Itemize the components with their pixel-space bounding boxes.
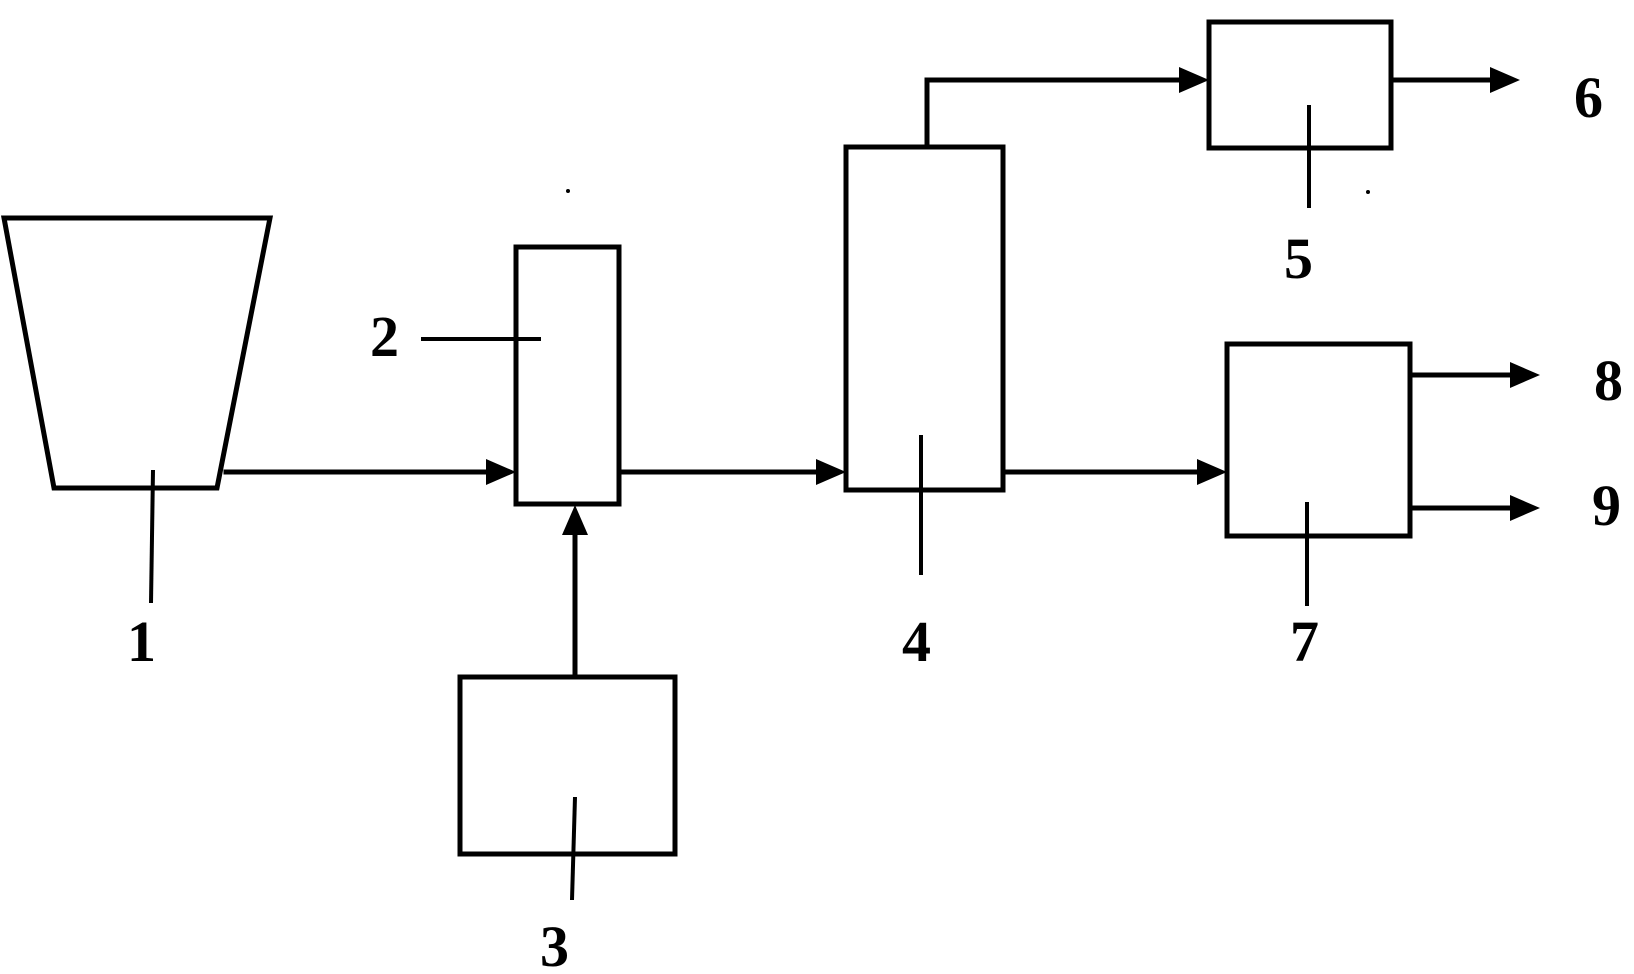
component-3-box <box>457 674 678 857</box>
label-6: 6 <box>1574 65 1603 130</box>
arrowhead-5-to-6 <box>1490 67 1520 93</box>
arrowhead-4-to-7 <box>1197 459 1227 485</box>
label-1: 1 <box>127 609 156 674</box>
stray-dot <box>566 189 570 193</box>
component-7-box <box>1224 341 1413 539</box>
leader-1 <box>149 469 155 604</box>
arrowhead-2-to-4 <box>816 459 846 485</box>
component-5-box <box>1206 19 1394 151</box>
arrowhead-7-to-9 <box>1510 495 1540 521</box>
label-2: 2 <box>370 304 399 369</box>
component-2-box <box>513 244 622 507</box>
arrow-4-to-5 <box>924 77 1182 150</box>
arrowhead-7-to-8 <box>1510 362 1540 388</box>
arrowhead-3-to-2 <box>562 505 588 535</box>
component-4-box <box>843 144 1006 493</box>
label-8: 8 <box>1594 348 1623 413</box>
label-7: 7 <box>1290 609 1319 674</box>
label-3: 3 <box>540 914 569 974</box>
label-9: 9 <box>1592 473 1621 538</box>
component-1-hopper <box>0 215 274 491</box>
label-5: 5 <box>1284 226 1313 291</box>
arrowhead-1-to-2 <box>486 459 516 485</box>
arrowhead-4-to-5 <box>1179 67 1209 93</box>
label-4: 4 <box>902 609 931 674</box>
leader-3 <box>570 796 577 901</box>
stray-dot <box>1366 190 1370 194</box>
